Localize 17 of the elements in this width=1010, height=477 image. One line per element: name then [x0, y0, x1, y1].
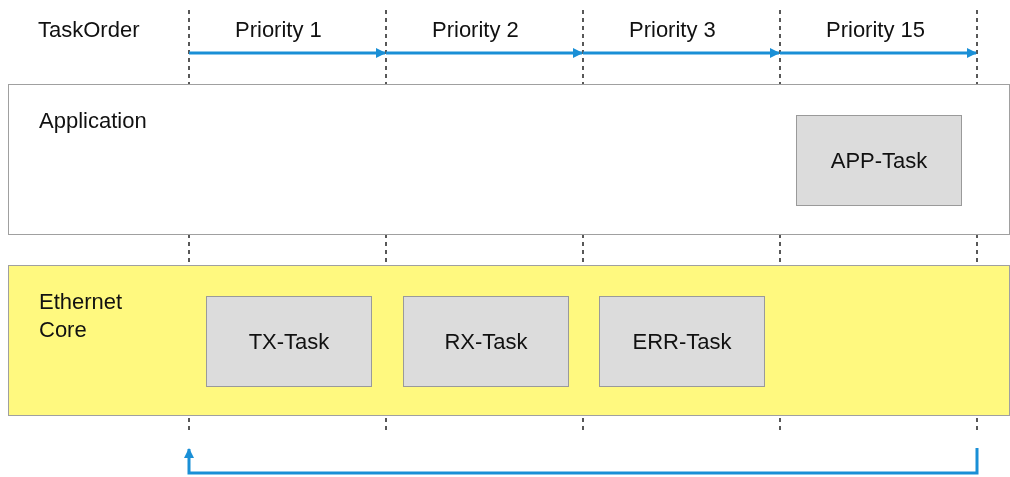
task-label: ERR-Task: [632, 328, 732, 355]
priority-label: Priority 1: [235, 16, 322, 44]
task-box: [599, 296, 765, 387]
lane-label: Application: [39, 107, 148, 135]
swimlane-band: [8, 265, 1010, 416]
swimlane-band: [8, 84, 1010, 235]
task-label: TX-Task: [248, 328, 330, 355]
task-box: [796, 115, 962, 206]
task-label: RX-Task: [444, 328, 528, 355]
priority-label: Priority 3: [629, 16, 716, 44]
lane-label: Ethernet Core: [39, 288, 124, 344]
priority-label: Priority 15: [826, 16, 926, 44]
priority-label: Priority 2: [432, 16, 519, 44]
task-box: [403, 296, 569, 387]
task-box: [206, 296, 372, 387]
row-heading: TaskOrder: [38, 16, 140, 44]
task-label: APP-Task: [830, 147, 928, 174]
